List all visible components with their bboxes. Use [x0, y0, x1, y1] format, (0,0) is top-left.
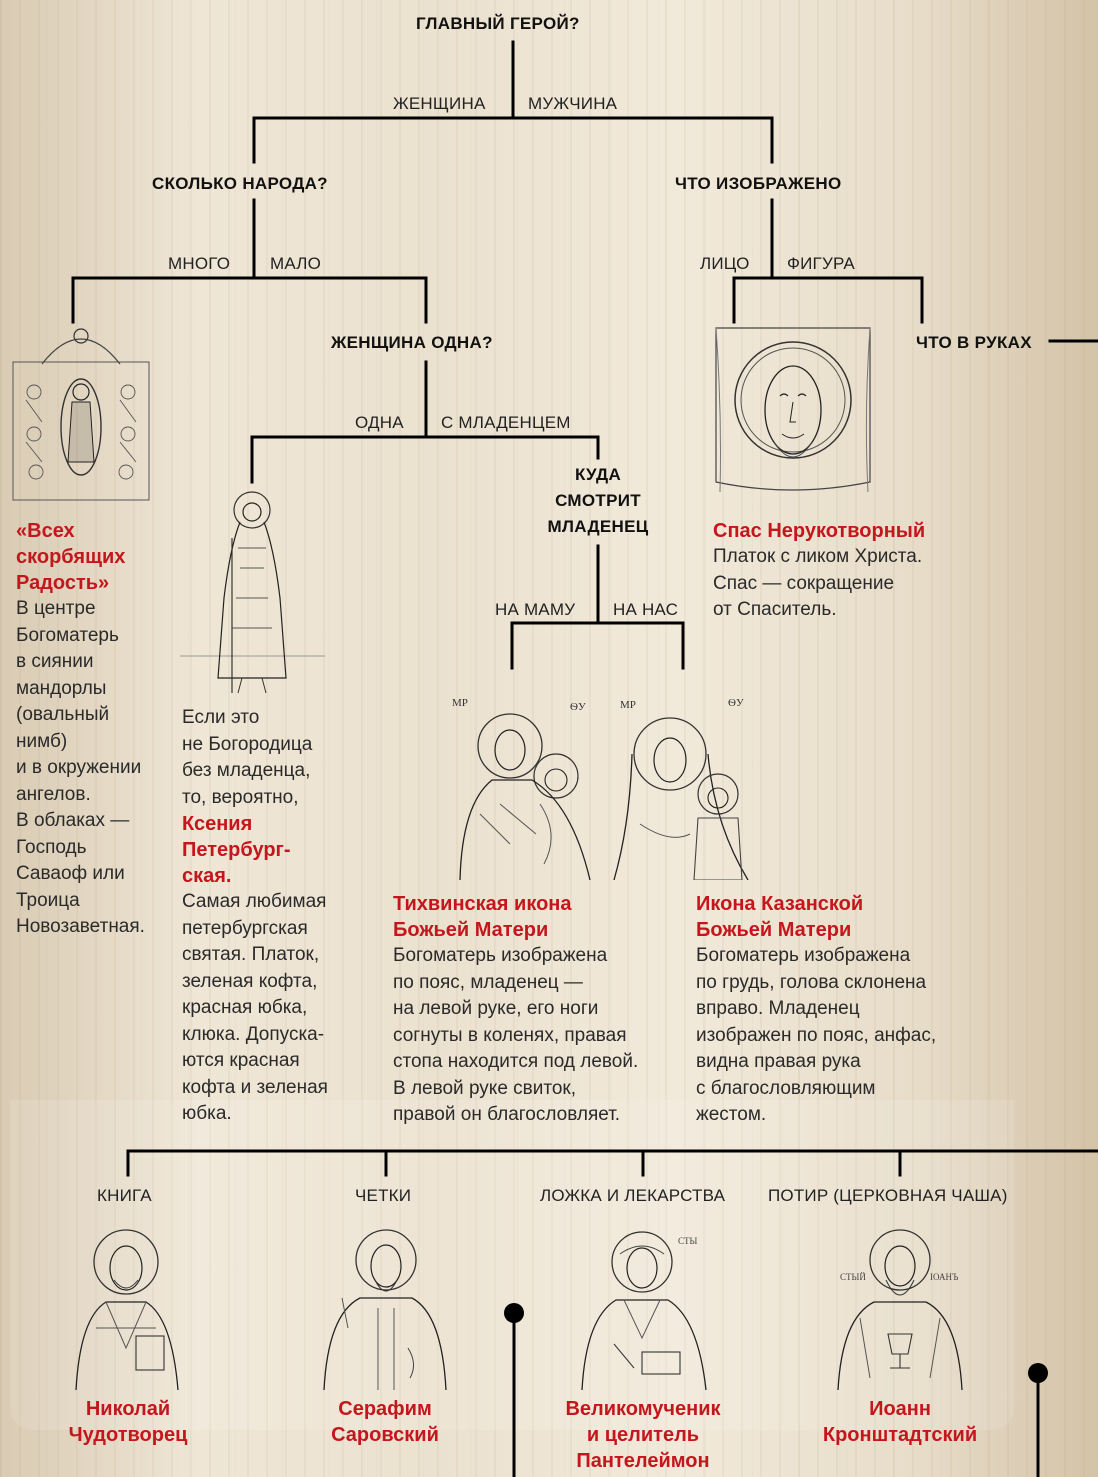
svg-text:МР: МР [620, 699, 636, 711]
spas-icon-image [715, 327, 871, 493]
option-woman: ЖЕНЩИНА [393, 94, 486, 113]
option-at-mother: НА МАМУ [495, 600, 576, 619]
card-xenia-name: Ксения Петербург- ская. [182, 813, 291, 887]
question-woman-alone: ЖЕНЩИНА ОДНА? [331, 333, 493, 352]
card-all-sorrow-name: «Всех скорбящих Радость» [16, 520, 126, 594]
option-figure: ФИГУРА [787, 254, 855, 273]
all-sorrow-icon-image [12, 328, 150, 501]
option-with-child: С МЛАДЕНЦЕМ [441, 413, 571, 432]
card-kazan: Икона Казанской Божьей Матери Богоматерь… [696, 891, 996, 1129]
option-at-us: НА НАС [613, 600, 679, 619]
bottom-panel [10, 1100, 1014, 1430]
serafim-icon-image [323, 1229, 447, 1390]
panteleimon-icon-image: СТЫ [581, 1231, 707, 1390]
tikhvin-icon-image: МР ѲУ [452, 697, 591, 880]
name-ioann: Иоанн Кронштадтский [822, 1398, 978, 1446]
option-alone: ОДНА [355, 413, 404, 432]
xenia-icon-image [180, 491, 325, 694]
svg-text:СТЫЙ: СТЫЙ [840, 1272, 866, 1282]
svg-text:ѲУ: ѲУ [570, 701, 586, 713]
card-spas-name: Спас Нерукотворный [713, 520, 926, 542]
option-face: ЛИЦО [700, 254, 750, 273]
card-kazan-desc: Богоматерь изображена по грудь, голова с… [696, 945, 937, 1125]
option-spoon-medicine: ЛОЖКА И ЛЕКАРСТВА [540, 1186, 726, 1205]
question-in-hands: ЧТО В РУКАХ [916, 333, 1032, 352]
question-main-hero: ГЛАВНЫЙ ГЕРОЙ? [416, 14, 580, 33]
option-chalice: ПОТИР (ЦЕРКОВНАЯ ЧАША) [768, 1186, 1008, 1205]
card-all-sorrow-desc: В центре Богоматерь в сиянии мандорлы (о… [16, 598, 145, 937]
line-level1 [252, 116, 774, 164]
pointer-dot-left [504, 1303, 524, 1323]
svg-text:ѲУ: ѲУ [728, 697, 744, 709]
svg-text:ІОАНЪ: ІОАНЪ [930, 1272, 959, 1282]
kazan-icon-image: МР ѲУ [613, 697, 749, 880]
question-what-depicted: ЧТО ИЗОБРАЖЕНО [675, 174, 842, 193]
option-book: КНИГА [97, 1186, 152, 1205]
card-kazan-name: Икона Казанской Божьей Матери [696, 893, 864, 941]
question-how-many: СКОЛЬКО НАРОДА? [152, 174, 328, 193]
card-xenia-intro: Если это не Богородица без младенца, то,… [182, 707, 313, 808]
question-where-child-looks: КУДА СМОТРИТ МЛАДЕНЕЦ [547, 465, 649, 536]
ioann-icon-image: СТЫЙ ІОАНЪ [837, 1229, 963, 1390]
svg-text:СТЫ: СТЫ [678, 1236, 698, 1246]
card-xenia: Если это не Богородица без младенца, то,… [182, 705, 362, 1128]
option-man: МУЖЧИНА [528, 94, 618, 113]
name-panteleimon: Великомученик и целитель Пантелеймон [565, 1398, 721, 1472]
card-tikhvin: Тихвинская икона Божьей Матери Богоматер… [393, 891, 683, 1129]
card-tikhvin-desc: Богоматерь изображена по пояс, младенец … [393, 945, 639, 1125]
option-rosary: ЧЕТКИ [355, 1186, 412, 1205]
card-spas: Спас Нерукотворный Платок с ликом Христа… [713, 518, 993, 624]
nikolai-icon-image [75, 1229, 179, 1390]
card-xenia-desc: Самая любимая петербургская святая. Плат… [182, 891, 328, 1124]
name-nikolai: Николай Чудотворец [68, 1398, 188, 1446]
card-all-sorrow: «Всех скорбящих Радость» В центре Богома… [16, 518, 176, 941]
option-many: МНОГО [168, 254, 231, 273]
card-tikhvin-name: Тихвинская икона Божьей Матери [393, 893, 572, 941]
card-spas-desc: Платок с ликом Христа. Спас — сокращение… [713, 546, 923, 620]
option-few: МАЛО [270, 254, 322, 273]
svg-text:МР: МР [452, 697, 468, 709]
name-serafim: Серафим Саровский [331, 1398, 439, 1446]
pointer-dot-right [1028, 1363, 1048, 1383]
